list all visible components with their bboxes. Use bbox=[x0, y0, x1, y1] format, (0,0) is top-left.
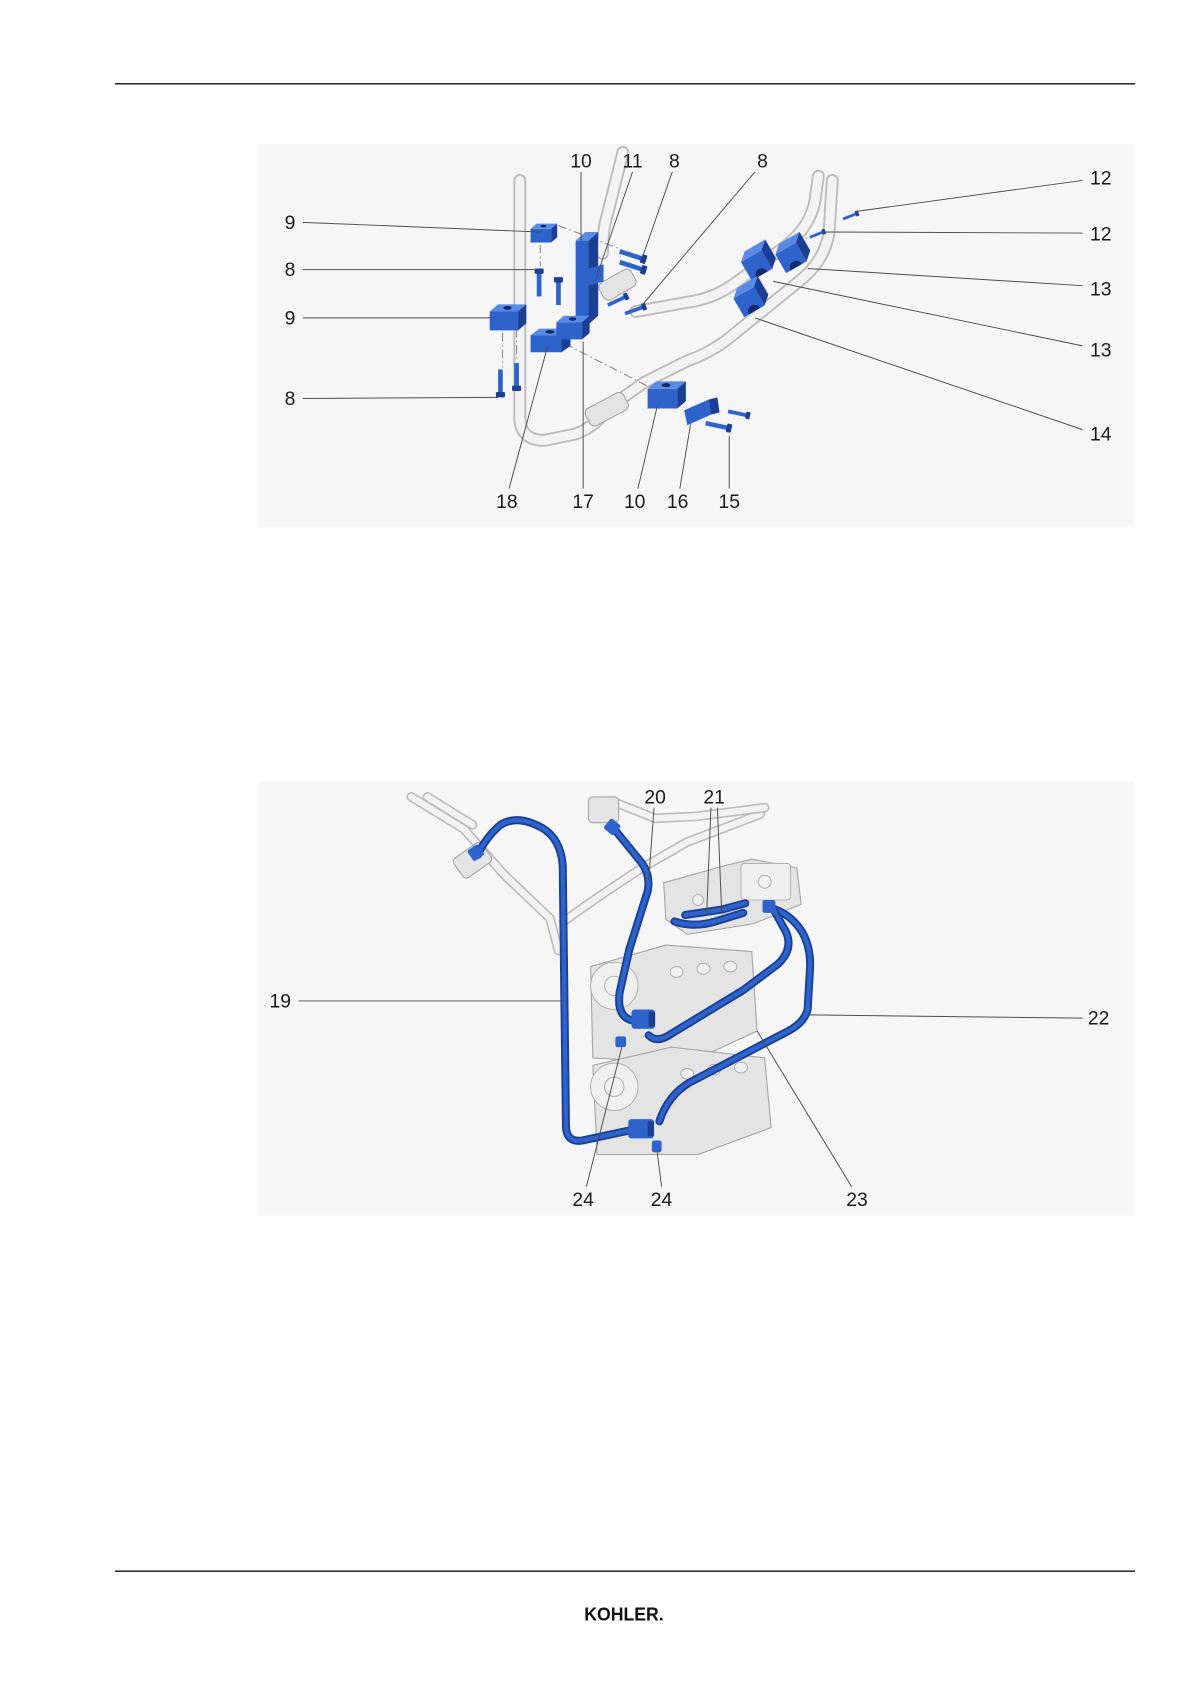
callout-label: 8 bbox=[285, 260, 296, 281]
filter-head-port bbox=[758, 875, 771, 888]
filter-head-port bbox=[693, 895, 704, 906]
callout-label: 11 bbox=[623, 152, 643, 173]
clip-block-9-upper bbox=[531, 224, 558, 243]
banjo-fitting-upper-edge bbox=[649, 1012, 655, 1027]
figure-2-injection-lines-view: 20 21 19 22 24 24 23 bbox=[258, 782, 1134, 1216]
callout-label: 10 bbox=[624, 492, 646, 513]
callout-label: 19 bbox=[270, 991, 292, 1012]
callout-label: 16 bbox=[667, 492, 689, 513]
figure-1-background bbox=[258, 144, 1134, 527]
clip-block-9-lower bbox=[490, 304, 527, 330]
callout-label: 12 bbox=[1090, 169, 1112, 190]
bracket-front-face bbox=[576, 241, 589, 325]
callout-label: 9 bbox=[285, 213, 296, 234]
figure-1-exploded-view: 10 11 8 8 9 8 9 8 12 12 13 13 14 18 17 1… bbox=[258, 144, 1134, 527]
callout-label: 17 bbox=[572, 492, 594, 513]
banjo-bolt-24-upper bbox=[615, 1036, 626, 1047]
clip-block-10-lower bbox=[648, 381, 686, 408]
pump-element bbox=[697, 963, 710, 974]
callout-label: 15 bbox=[718, 492, 740, 513]
banjo-fitting-lower-edge bbox=[648, 1121, 654, 1136]
pump-element bbox=[724, 961, 737, 972]
callout-label: 9 bbox=[285, 308, 296, 329]
pump-drive-hub bbox=[605, 1077, 624, 1096]
callout-label: 23 bbox=[846, 1190, 868, 1211]
callout-label: 20 bbox=[644, 787, 665, 808]
callout-label: 14 bbox=[1090, 424, 1112, 445]
pump-element bbox=[735, 1062, 748, 1073]
callout-label: 18 bbox=[496, 492, 518, 513]
callout-label: 12 bbox=[1090, 225, 1112, 246]
banjo-bolt-24-lower bbox=[652, 1141, 662, 1153]
callout-label: 24 bbox=[651, 1190, 673, 1211]
clip-block-17 bbox=[556, 316, 589, 340]
gray-fitting-top bbox=[589, 797, 619, 823]
callout-label: 10 bbox=[570, 152, 592, 173]
callout-label: 13 bbox=[1090, 341, 1112, 362]
callout-label: 24 bbox=[572, 1190, 594, 1211]
callout-label: 22 bbox=[1088, 1009, 1110, 1030]
kohler-logo: KOHLER. bbox=[584, 1604, 663, 1625]
pipe-nut-22 bbox=[762, 900, 775, 913]
callout-label: 8 bbox=[285, 389, 296, 410]
callout-label: 13 bbox=[1090, 279, 1112, 300]
callout-label: 8 bbox=[757, 152, 768, 173]
callout-label: 8 bbox=[669, 152, 680, 173]
callout-label: 21 bbox=[703, 787, 725, 808]
pump-element bbox=[670, 967, 683, 978]
